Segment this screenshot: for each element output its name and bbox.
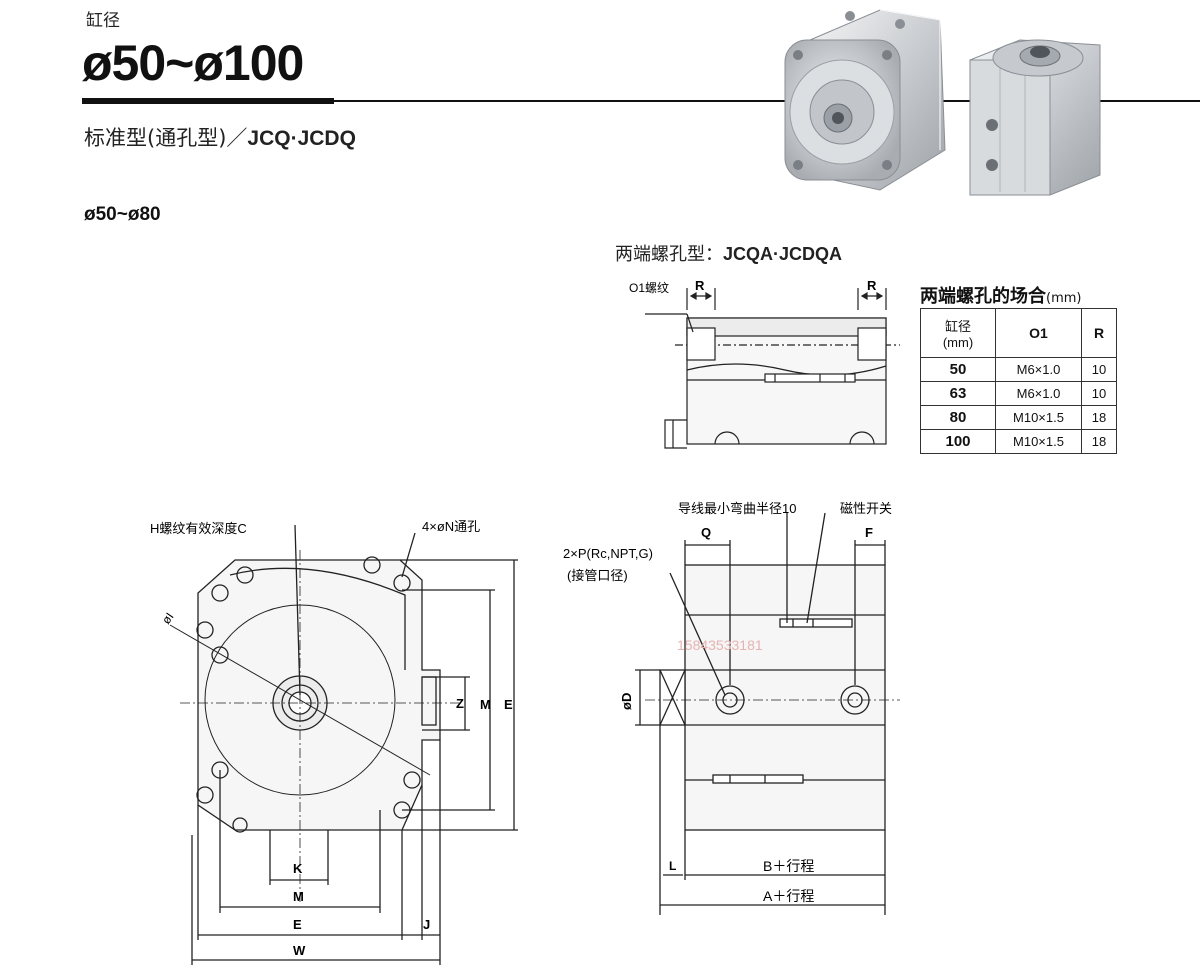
small-cylinder-photo	[969, 39, 1101, 196]
cell-o1: M6×1.0	[995, 381, 1082, 406]
m-dim-label: M	[293, 889, 304, 904]
q-dim-label: Q	[701, 525, 711, 540]
m-vert-dim-label: M	[480, 697, 491, 712]
cell-r: 18	[1081, 405, 1117, 430]
cell-bore: 63	[920, 381, 996, 406]
col-bore: 缸径 (mm)	[920, 308, 996, 358]
spec-table-header: 缸径 (mm) O1 R	[920, 308, 1117, 358]
subrange-label: ø50~ø80	[84, 204, 161, 225]
page-title: ø50~ø100	[82, 35, 304, 91]
bore-label: 缸径	[86, 11, 120, 31]
cell-bore: 100	[920, 429, 996, 454]
cell-r: 10	[1081, 357, 1117, 382]
col-r: R	[1081, 308, 1117, 358]
i-dim-label: øI	[159, 610, 177, 627]
o1-thread-label: O1螺纹	[629, 281, 669, 295]
r-left-label: R	[695, 278, 705, 293]
e-vert-dim-label: E	[504, 697, 513, 712]
l-dim-label: L	[669, 859, 676, 873]
col-o1: O1	[995, 308, 1082, 358]
large-cylinder-photo	[784, 9, 946, 191]
tapped-type-cn: 两端螺孔型：	[615, 244, 723, 265]
spec-table-unit: (mm)	[1046, 291, 1082, 306]
table-row: 100 M10×1.5 18	[920, 429, 1117, 454]
product-photo	[784, 9, 1101, 196]
through-hole-label: 4×øN通孔	[422, 519, 480, 534]
table-row: 80 M10×1.5 18	[920, 405, 1117, 430]
wire-bend-label: 导线最小弯曲半径10	[678, 501, 796, 516]
table-row: 63 M6×1.0 10	[920, 381, 1117, 406]
watermark-text: 15843533181	[677, 637, 763, 653]
side-view-drawing: 导线最小弯曲半径10 磁性开关 2×P(Rc,NPT,G) (接管口径) Q F…	[563, 501, 900, 915]
w-dim-label: W	[293, 943, 306, 958]
spec-table-title: 两端螺孔的场合(mm)	[920, 282, 1081, 308]
r-right-label: R	[867, 278, 877, 293]
title-underline-thin	[334, 100, 1200, 102]
f-dim-label: F	[865, 525, 873, 540]
tapped-type-drawing: O1螺纹 R R	[629, 278, 900, 449]
b-dim-label: B＋行程	[763, 858, 814, 874]
tapped-type-label: 两端螺孔型：JCQA·JCDQA	[615, 240, 842, 266]
spec-table: 缸径 (mm) O1 R 50 M6×1.0 10 63 M6×1.0 10 8…	[920, 308, 1117, 454]
series-code: JCQ·JCDQ	[247, 127, 356, 150]
j-dim-label: J	[423, 917, 430, 932]
series-label: 标准型(通孔型)／JCQ·JCDQ	[84, 122, 356, 152]
cell-o1: M6×1.0	[995, 357, 1082, 382]
cell-r: 10	[1081, 381, 1117, 406]
front-view-drawing: H螺纹有效深度C 4×øN通孔 øI Z M E K M E W J	[150, 519, 518, 965]
cell-o1: M10×1.5	[995, 405, 1082, 430]
cell-r: 18	[1081, 429, 1117, 454]
cell-o1: M10×1.5	[995, 429, 1082, 454]
cell-bore: 80	[920, 405, 996, 430]
cell-bore: 50	[920, 357, 996, 382]
a-dim-label: A＋行程	[763, 888, 814, 904]
z-dim-label: Z	[456, 696, 464, 711]
thread-depth-label: H螺纹有效深度C	[150, 521, 247, 536]
switch-label: 磁性开关	[840, 501, 892, 516]
k-dim-label: K	[293, 861, 303, 876]
series-cn: 标准型(通孔型)／	[84, 126, 248, 150]
port-label: 2×P(Rc,NPT,G)	[563, 546, 653, 561]
spec-table-title-text: 两端螺孔的场合	[920, 286, 1046, 307]
table-row: 50 M6×1.0 10	[920, 357, 1117, 382]
tapped-type-code: JCQA·JCDQA	[723, 244, 843, 264]
e-dim-label: E	[293, 917, 302, 932]
d-dim-label: øD	[619, 693, 634, 710]
port-sub-label: (接管口径)	[567, 568, 628, 583]
title-underline-bold	[82, 98, 334, 104]
